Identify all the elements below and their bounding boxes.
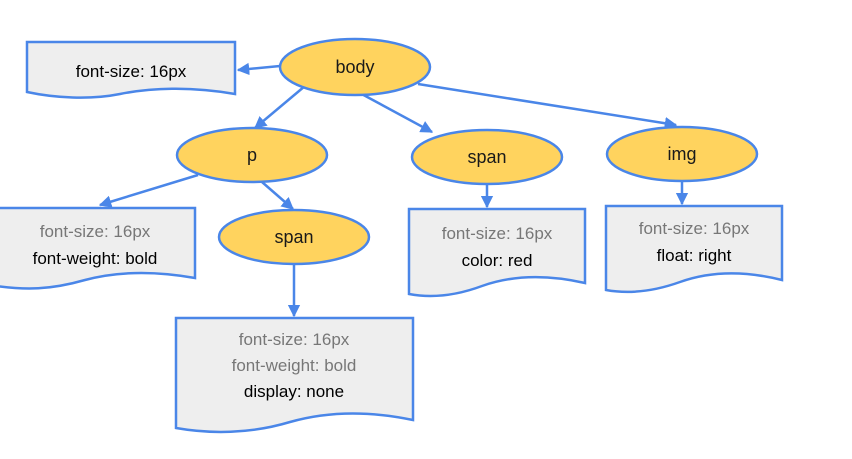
edges (98, 62, 689, 318)
style-span-b-own-0: color: red (462, 251, 533, 270)
style-span-b-inherited-0: font-size: 16px (442, 224, 553, 243)
style-box-p (0, 206, 197, 290)
style-body-line-0: font-size: 16px (76, 62, 187, 81)
edge-body-to-p (254, 85, 306, 129)
nodes: body p span span img (175, 37, 759, 266)
edge-body-to-img (417, 82, 678, 130)
style-img-inherited-0: font-size: 16px (639, 219, 750, 238)
style-span-a-inherited-1: font-weight: bold (232, 356, 357, 375)
edge-p-to-span-a (261, 181, 294, 210)
edge-body-to-span-b (357, 90, 434, 134)
node-p-label: p (247, 145, 257, 165)
edge-p-to-p-style (98, 173, 199, 208)
node-span-b-label: span (467, 147, 506, 167)
edge-body-to-body-style (236, 62, 281, 76)
node-p (175, 126, 329, 184)
style-img-own-0: float: right (657, 246, 732, 265)
node-span-b (410, 128, 564, 186)
style-span-a-inherited-0: font-size: 16px (239, 330, 350, 349)
style-box-span-b (407, 207, 587, 298)
style-p-inherited-0: font-size: 16px (40, 222, 151, 241)
style-p-own-0: font-weight: bold (33, 249, 158, 268)
style-boxes (0, 40, 784, 434)
node-img (605, 125, 759, 183)
node-span-a (217, 208, 371, 266)
style-texts: font-size: 16px font-size: 16px font-wei… (33, 62, 750, 401)
node-body (278, 37, 432, 97)
style-box-img (604, 204, 784, 294)
style-span-a-own-0: display: none (244, 382, 344, 401)
style-box-span-a (174, 316, 415, 434)
node-body-label: body (335, 57, 374, 77)
style-box-body (25, 40, 237, 99)
node-img-label: img (667, 144, 696, 164)
node-span-a-label: span (274, 227, 313, 247)
